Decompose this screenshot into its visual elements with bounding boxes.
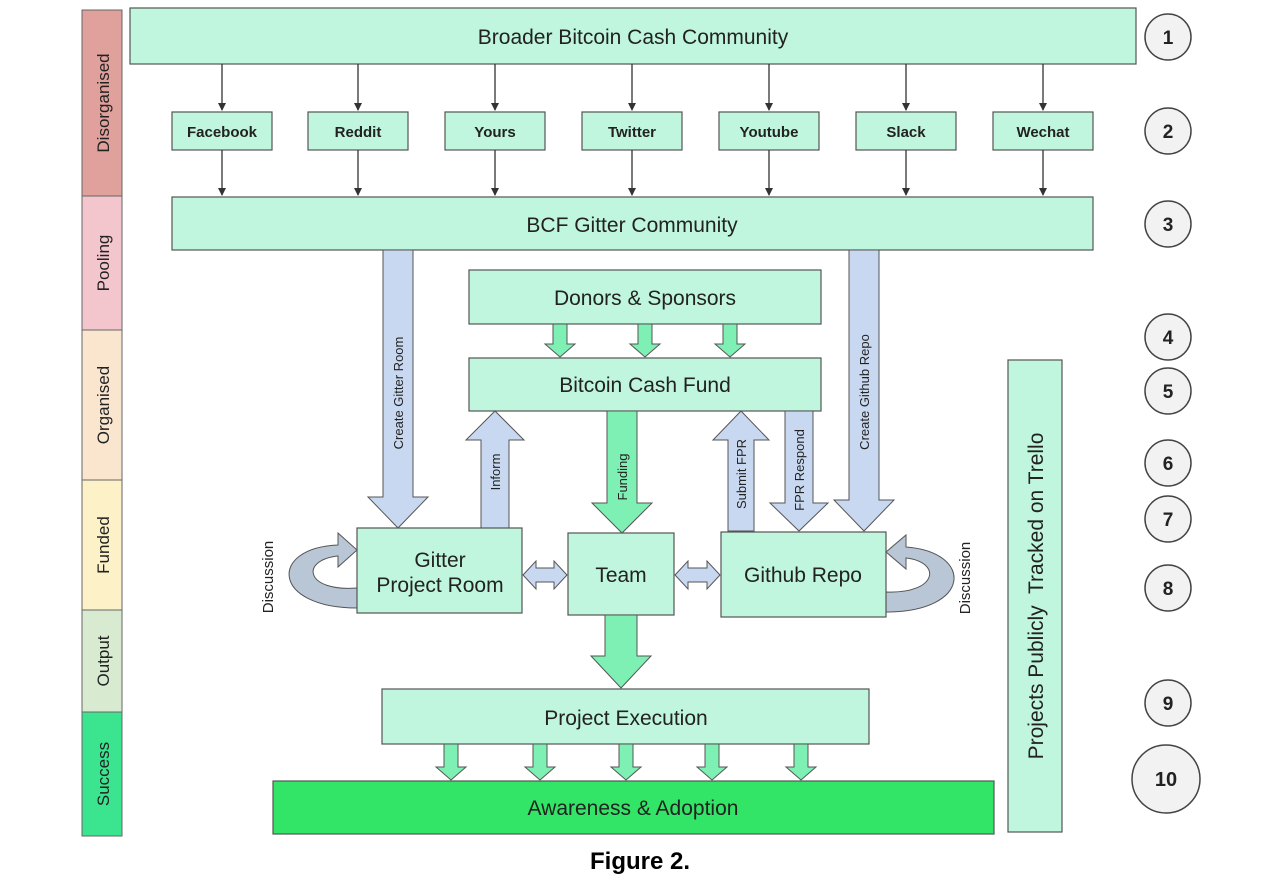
- submit-fpr-label: Submit FPR: [734, 439, 749, 509]
- github-repo-label: Github Repo: [744, 564, 862, 587]
- community-label: Broader Bitcoin Cash Community: [478, 26, 789, 49]
- channel-label-twitter: Twitter: [608, 124, 656, 141]
- stage-pooling-band: [81, 195, 123, 331]
- donors-box: [468, 269, 822, 325]
- channel-box-twitter: [581, 111, 683, 151]
- step-circle-3: [1144, 200, 1192, 248]
- channel-box-facebook: [171, 111, 273, 151]
- channel-label-reddit: Reddit: [335, 124, 382, 141]
- step-circle-8: [1144, 564, 1192, 612]
- create-gitter-room-arrow: [366, 249, 430, 529]
- create-gitter-room-label: Create Gitter Room: [391, 337, 406, 450]
- stage-label-pooling: Pooling: [94, 235, 113, 292]
- channel-box-youtube: [718, 111, 820, 151]
- awareness-box: [272, 780, 995, 835]
- donor-fund-arrow-2: [628, 323, 662, 358]
- gitter-room-label-line2: Project Room: [376, 574, 503, 597]
- step-circle-6: [1144, 439, 1192, 487]
- funding-label: Funding: [615, 454, 630, 501]
- step-number-3: 3: [1163, 215, 1174, 236]
- step-number-10: 10: [1155, 769, 1177, 791]
- fpr-respond-label: FPR Respond: [792, 429, 807, 511]
- create-github-repo-arrow: [832, 249, 896, 532]
- step-circle-4: [1144, 313, 1192, 361]
- create-github-repo-label: Create Github Repo: [857, 334, 872, 450]
- channel-box-slack: [855, 111, 957, 151]
- stage-label-disorganised: Disorganised: [94, 53, 113, 152]
- execution-label: Project Execution: [544, 707, 707, 730]
- execution-awareness-arrow-3: [609, 743, 643, 781]
- figure-caption: Figure 2.: [589, 848, 691, 875]
- discussion-left-label: Discussion: [260, 541, 277, 614]
- team-box: [567, 532, 675, 616]
- channel-label-slack: Slack: [886, 124, 926, 141]
- discussion-loop-right: [885, 533, 955, 613]
- donors-label: Donors & Sponsors: [554, 287, 736, 310]
- team-label: Team: [595, 564, 646, 587]
- team-github-double-arrow: [674, 559, 721, 591]
- fund-label: Bitcoin Cash Fund: [559, 374, 731, 397]
- step-number-5: 5: [1163, 382, 1174, 403]
- submit-fpr-arrow: [711, 410, 771, 532]
- step-circle-9: [1144, 679, 1192, 727]
- stage-label-success: Success: [94, 742, 113, 806]
- step-numbers: 1 2 3 4 5 6 7 8 9 10: [1131, 13, 1201, 814]
- channel-label-yours: Yours: [474, 124, 515, 141]
- step-circle-2: [1144, 107, 1192, 155]
- step-number-9: 9: [1163, 694, 1174, 715]
- stage-label-funded: Funded: [94, 516, 113, 574]
- step-number-6: 6: [1163, 454, 1174, 475]
- gitter-room-box: [356, 527, 523, 614]
- gitter-room-label-line1: Gitter: [414, 549, 465, 572]
- execution-awareness-arrow-5: [784, 743, 818, 781]
- team-execution-arrow: [589, 614, 653, 689]
- donor-fund-arrow-3: [713, 323, 747, 358]
- step-number-2: 2: [1163, 122, 1174, 143]
- execution-box: [381, 688, 870, 745]
- stage-success-band: [81, 711, 123, 837]
- execution-awareness-arrow-1: [434, 743, 468, 781]
- inform-arrow: [464, 410, 526, 529]
- gitter-team-double-arrow: [522, 559, 568, 591]
- channel-box-wechat: [992, 111, 1094, 151]
- awareness-label: Awareness & Adoption: [528, 797, 739, 820]
- step-circle-1: [1144, 13, 1192, 61]
- discussion-right-label: Discussion: [957, 542, 974, 615]
- fund-box: [468, 357, 822, 412]
- github-repo-box: [720, 531, 887, 618]
- stage-sidebar: Disorganised Pooling Organised Funded Ou…: [81, 9, 123, 837]
- inform-label: Inform: [488, 454, 503, 491]
- gitter-community-box: [171, 196, 1094, 251]
- stage-disorganised-band: [81, 9, 123, 197]
- trello-box: [1007, 359, 1063, 833]
- fpr-respond-arrow: [768, 410, 830, 532]
- trello-label: Projects Publicly Tracked on Trello: [1025, 433, 1048, 760]
- step-number-1: 1: [1163, 28, 1174, 49]
- funding-arrow: [590, 410, 654, 534]
- execution-awareness-arrow-2: [523, 743, 557, 781]
- channel-box-yours: [444, 111, 546, 151]
- step-number-4: 4: [1163, 328, 1174, 349]
- step-number-8: 8: [1163, 579, 1174, 600]
- stage-label-organised: Organised: [94, 366, 113, 444]
- channel-label-youtube: Youtube: [740, 124, 799, 141]
- step-number-7: 7: [1163, 510, 1174, 531]
- stage-label-output: Output: [94, 635, 113, 686]
- channel-arrows-top: [218, 64, 1047, 111]
- step-circle-5: [1144, 367, 1192, 415]
- execution-awareness-arrow-4: [695, 743, 729, 781]
- step-circle-7: [1144, 495, 1192, 543]
- step-circle-10: [1131, 744, 1201, 814]
- donor-fund-arrow-1: [543, 323, 577, 358]
- stage-funded-band: [81, 479, 123, 611]
- community-box: [129, 7, 1137, 65]
- channel-arrows-bottom: [218, 150, 1047, 196]
- discussion-loop-left: [288, 531, 358, 609]
- channel-label-wechat: Wechat: [1016, 124, 1069, 141]
- gitter-community-label: BCF Gitter Community: [526, 214, 738, 237]
- channel-label-facebook: Facebook: [187, 124, 258, 141]
- stage-organised-band: [81, 329, 123, 481]
